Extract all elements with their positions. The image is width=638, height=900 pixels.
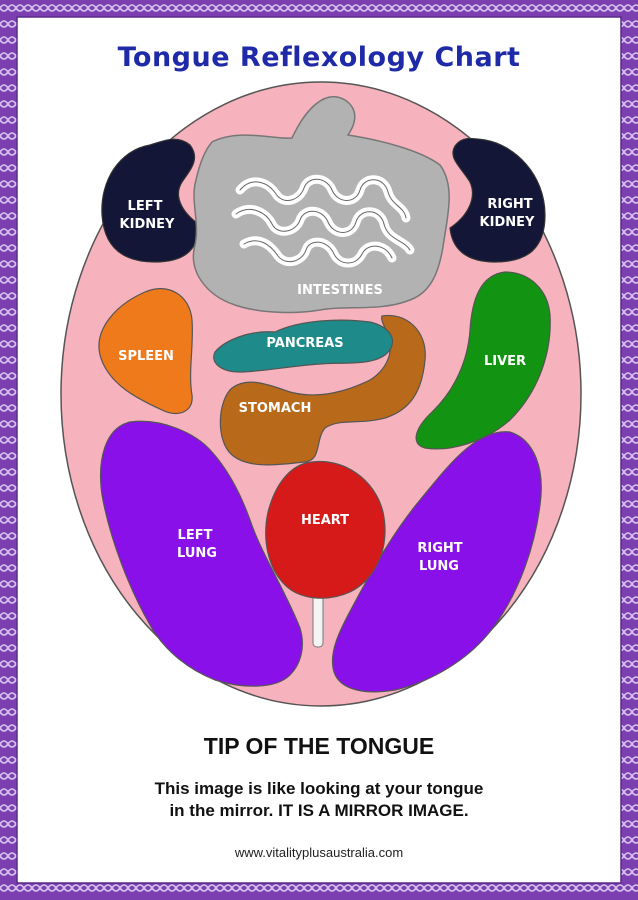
stomach-label: STOMACH bbox=[239, 401, 312, 416]
intestines-label: INTESTINES bbox=[297, 283, 383, 298]
mirror-note-line2: in the mirror. IT IS A MIRROR IMAGE. bbox=[169, 801, 469, 820]
heart-label: HEART bbox=[301, 513, 349, 528]
left-lung-shape bbox=[99, 420, 303, 687]
right-kidney-label-line2: KIDNEY bbox=[480, 215, 535, 230]
spleen-shape bbox=[98, 288, 193, 415]
right-kidney-shape bbox=[449, 137, 546, 263]
pancreas-shape bbox=[213, 319, 394, 373]
liver-shape bbox=[415, 271, 551, 450]
right-kidney-label: RIGHT bbox=[487, 197, 532, 212]
mirror-note-line1: This image is like looking at your tongu… bbox=[154, 779, 484, 798]
left-lung-label-line2: LUNG bbox=[177, 546, 217, 561]
liver-label: LIVER bbox=[484, 354, 526, 369]
spleen-label: SPLEEN bbox=[118, 349, 174, 364]
right-lung-label-line2: LUNG bbox=[419, 559, 459, 574]
stomach-shape bbox=[219, 314, 426, 466]
left-kidney-label-line2: KIDNEY bbox=[120, 217, 175, 232]
right-lung-shape bbox=[331, 431, 542, 693]
right-lung-label: RIGHT bbox=[417, 541, 462, 556]
heart-shape bbox=[265, 460, 386, 599]
intestines-shape bbox=[192, 95, 450, 314]
tip-of-tongue-label: TIP OF THE TONGUE bbox=[203, 733, 435, 759]
left-kidney-label: LEFT bbox=[128, 199, 163, 214]
intestines-coils-outline bbox=[235, 178, 411, 264]
website-url: www.vitalityplusaustralia.com bbox=[234, 845, 404, 860]
left-lung-label: LEFT bbox=[178, 528, 213, 543]
pancreas-label: PANCREAS bbox=[266, 336, 343, 351]
chart-title: Tongue Reflexology Chart bbox=[117, 42, 521, 73]
